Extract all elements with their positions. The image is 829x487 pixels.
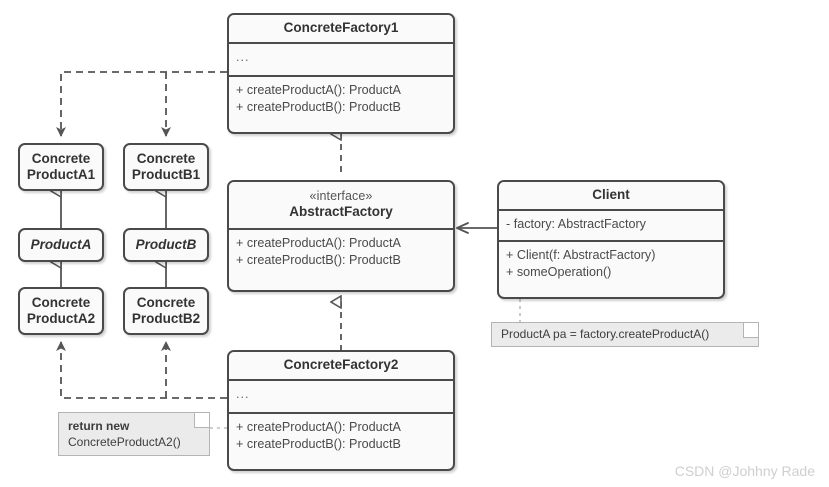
operations-compartment-abstractfactory: + createProductA(): ProductA + createPro… (229, 229, 453, 275)
operation-row: + createProductB(): ProductB (236, 436, 401, 451)
compartment-divider (229, 411, 453, 414)
operation-row: + createProductA(): ProductA (236, 419, 401, 434)
operations-compartment-concretefactory1: + createProductA(): ProductA + createPro… (229, 76, 453, 122)
class-name-label: ConcreteFactory1 (283, 20, 399, 35)
dependency-concretefactory1-products (56, 71, 227, 137)
class-box-abstractfactory[interactable]: «interface» AbstractFactory + createProd… (227, 180, 455, 292)
operation-row: + someOperation() (506, 264, 612, 279)
name-line-1: Concrete (31, 294, 91, 310)
note-return-new-concreteproducta2[interactable]: return new ConcreteProductA2() (58, 412, 210, 456)
compartment-divider (229, 41, 453, 44)
operations-compartment-client: + Client(f: AbstractFactory) + someOpera… (499, 241, 723, 287)
class-name-label: Concrete ProductA2 (27, 295, 95, 327)
name-line-1: Concrete (136, 150, 196, 166)
class-name-label: ConcreteFactory2 (283, 357, 399, 372)
attributes-compartment-concretefactory2: ... (229, 380, 453, 412)
class-name-label: AbstractFactory (289, 203, 393, 219)
class-title-client: Client (499, 182, 723, 209)
class-box-concretefactory2[interactable]: ConcreteFactory2 ... + createProductA():… (227, 350, 455, 471)
operation-row: + Client(f: AbstractFactory) (506, 247, 656, 262)
note-fold-corner-icon (743, 323, 758, 338)
attribute-row: ... (236, 49, 250, 64)
note-line-1: return new (68, 419, 130, 433)
compartment-divider (499, 208, 723, 211)
class-name-label: ProductA (30, 236, 92, 252)
class-box-concreteproductb1[interactable]: Concrete ProductB1 (123, 143, 209, 191)
compartment-divider (499, 239, 723, 242)
class-box-concretefactory1[interactable]: ConcreteFactory1 ... + createProductA():… (227, 13, 455, 134)
generalization-products (61, 191, 167, 288)
class-name-label: Concrete ProductB2 (132, 295, 200, 327)
note-fold-corner-icon (194, 413, 209, 428)
operation-row: + createProductB(): ProductB (236, 99, 401, 114)
class-name-label: ProductB (135, 236, 197, 252)
operation-row: + createProductA(): ProductA (236, 235, 401, 250)
class-name-label: Concrete ProductA1 (27, 151, 95, 183)
note-text: ProductA pa = factory.createProductA() (501, 327, 710, 341)
class-name-label: Concrete ProductB1 (132, 151, 200, 183)
class-name-label: Client (592, 187, 630, 202)
class-box-concreteproductb2[interactable]: Concrete ProductB2 (123, 287, 209, 335)
compartment-divider (229, 378, 453, 381)
name-line-2: ProductB1 (131, 167, 201, 182)
name-line-1: Concrete (31, 150, 91, 166)
operation-row: + createProductB(): ProductB (236, 252, 401, 267)
compartment-divider (229, 227, 453, 230)
class-box-client[interactable]: Client - factory: AbstractFactory + Clie… (497, 180, 725, 299)
compartment-divider (229, 74, 453, 77)
note-client-usage[interactable]: ProductA pa = factory.createProductA() (491, 322, 759, 347)
class-box-productb[interactable]: ProductB (123, 228, 209, 262)
class-title-concretefactory1: ConcreteFactory1 (229, 15, 453, 42)
dependency-concretefactory2-products (56, 341, 227, 399)
class-title-concretefactory2: ConcreteFactory2 (229, 352, 453, 379)
class-box-concreteproducta2[interactable]: Concrete ProductA2 (18, 287, 104, 335)
attributes-compartment-concretefactory1: ... (229, 43, 453, 75)
class-box-concreteproducta1[interactable]: Concrete ProductA1 (18, 143, 104, 191)
stereotype-label: «interface» (309, 189, 373, 203)
attribute-row: - factory: AbstractFactory (506, 216, 646, 231)
attribute-row: ... (236, 386, 250, 401)
note-line-2: ConcreteProductA2() (68, 434, 181, 449)
class-title-abstractfactory: «interface» AbstractFactory (229, 182, 453, 228)
operation-row: + createProductA(): ProductA (236, 82, 401, 97)
name-line-1: Concrete (136, 294, 196, 310)
name-line-2: ProductA1 (26, 167, 96, 182)
watermark-label: CSDN @Johhny Rade (674, 463, 815, 479)
name-line-2: ProductB2 (131, 311, 201, 326)
class-box-producta[interactable]: ProductA (18, 228, 104, 262)
name-line-2: ProductA2 (26, 311, 96, 326)
operations-compartment-concretefactory2: + createProductA(): ProductA + createPro… (229, 413, 453, 459)
attributes-compartment-client: - factory: AbstractFactory (499, 210, 723, 240)
